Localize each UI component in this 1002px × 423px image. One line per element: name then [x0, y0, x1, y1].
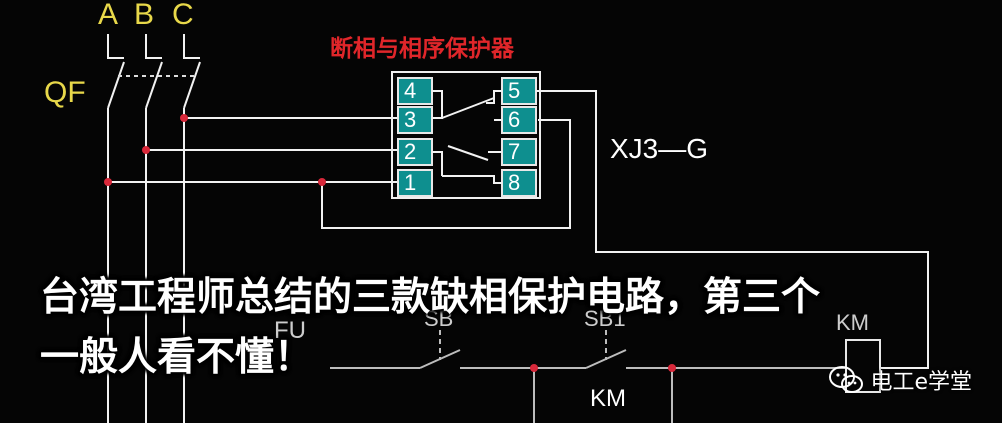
- article-title-line-2: 一般人看不懂！: [40, 335, 314, 380]
- terminal-5: 5: [508, 78, 520, 103]
- terminal-6: 6: [508, 107, 520, 132]
- breaker-label: QF: [44, 76, 86, 109]
- wechat-icon: [829, 366, 864, 393]
- relay-title: 断相与相序保护器: [330, 35, 515, 62]
- fuse-label: FU: [274, 317, 306, 344]
- source-watermark: 电工e学堂: [828, 364, 972, 396]
- junction-dots: [104, 114, 326, 186]
- phase-wires: [107, 108, 185, 423]
- article-title-line-1: 台湾工程师总结的三款缺相保护电路，第三个: [40, 275, 821, 320]
- breaker-contacts: [107, 61, 201, 109]
- terminal-3: 3: [404, 107, 416, 132]
- watermark-text: 电工e学堂: [870, 370, 972, 395]
- contactor-aux-label: KM: [590, 385, 626, 412]
- phase-sequence-relay: [391, 71, 541, 199]
- terminal-7: 7: [508, 139, 520, 164]
- relay-feed-wires: [108, 117, 571, 229]
- start-button-label: SB1: [584, 306, 626, 331]
- relay-model: XJ3—G: [610, 133, 708, 164]
- phase-label-b: B: [134, 0, 154, 31]
- control-feed-wire: [536, 90, 929, 369]
- phase-label-a: A: [98, 0, 118, 31]
- stop-button-label: SB: [424, 306, 453, 331]
- terminal-2: 2: [404, 139, 416, 164]
- terminal-4: 4: [404, 78, 416, 103]
- control-circuit: [330, 330, 881, 423]
- terminal-1: 1: [404, 170, 416, 195]
- contactor-coil-label: KM: [836, 310, 869, 335]
- phase-label-c: C: [172, 0, 194, 31]
- terminal-8: 8: [508, 170, 520, 195]
- phase-leads: [107, 34, 200, 59]
- article-title: 台湾工程师总结的三款缺相保护电路，第三个 一般人看不懂！: [40, 268, 960, 388]
